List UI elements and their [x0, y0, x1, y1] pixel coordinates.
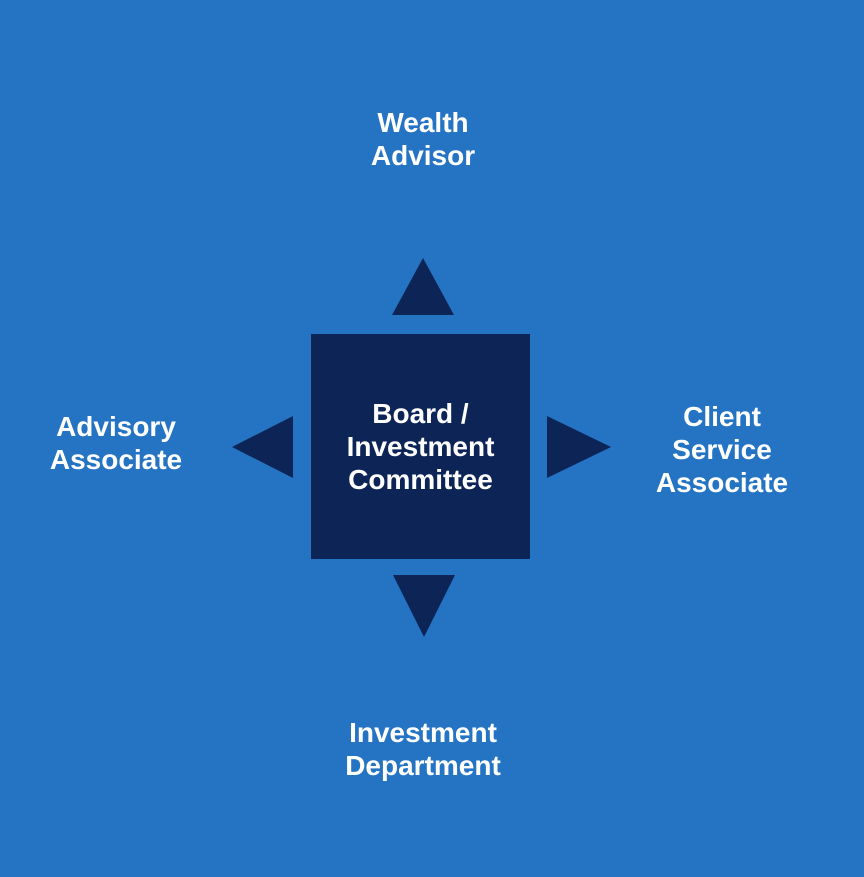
- arrow-down-icon: [393, 575, 455, 637]
- center-node-label: Board / Investment Committee: [346, 398, 495, 495]
- node-label-investment-department: Investment Department: [345, 717, 501, 781]
- arrow-left-icon: [232, 416, 293, 478]
- arrow-right-icon: [547, 416, 611, 478]
- node-label-client-service-associate: Client Service Associate: [655, 401, 789, 498]
- center-node-board-investment-committee: Board / Investment Committee: [311, 334, 530, 559]
- node-label-wealth-advisor: Wealth Advisor: [370, 107, 476, 171]
- arrow-up-icon: [392, 258, 454, 315]
- node-label-advisory-associate: Advisory Associate: [49, 411, 183, 475]
